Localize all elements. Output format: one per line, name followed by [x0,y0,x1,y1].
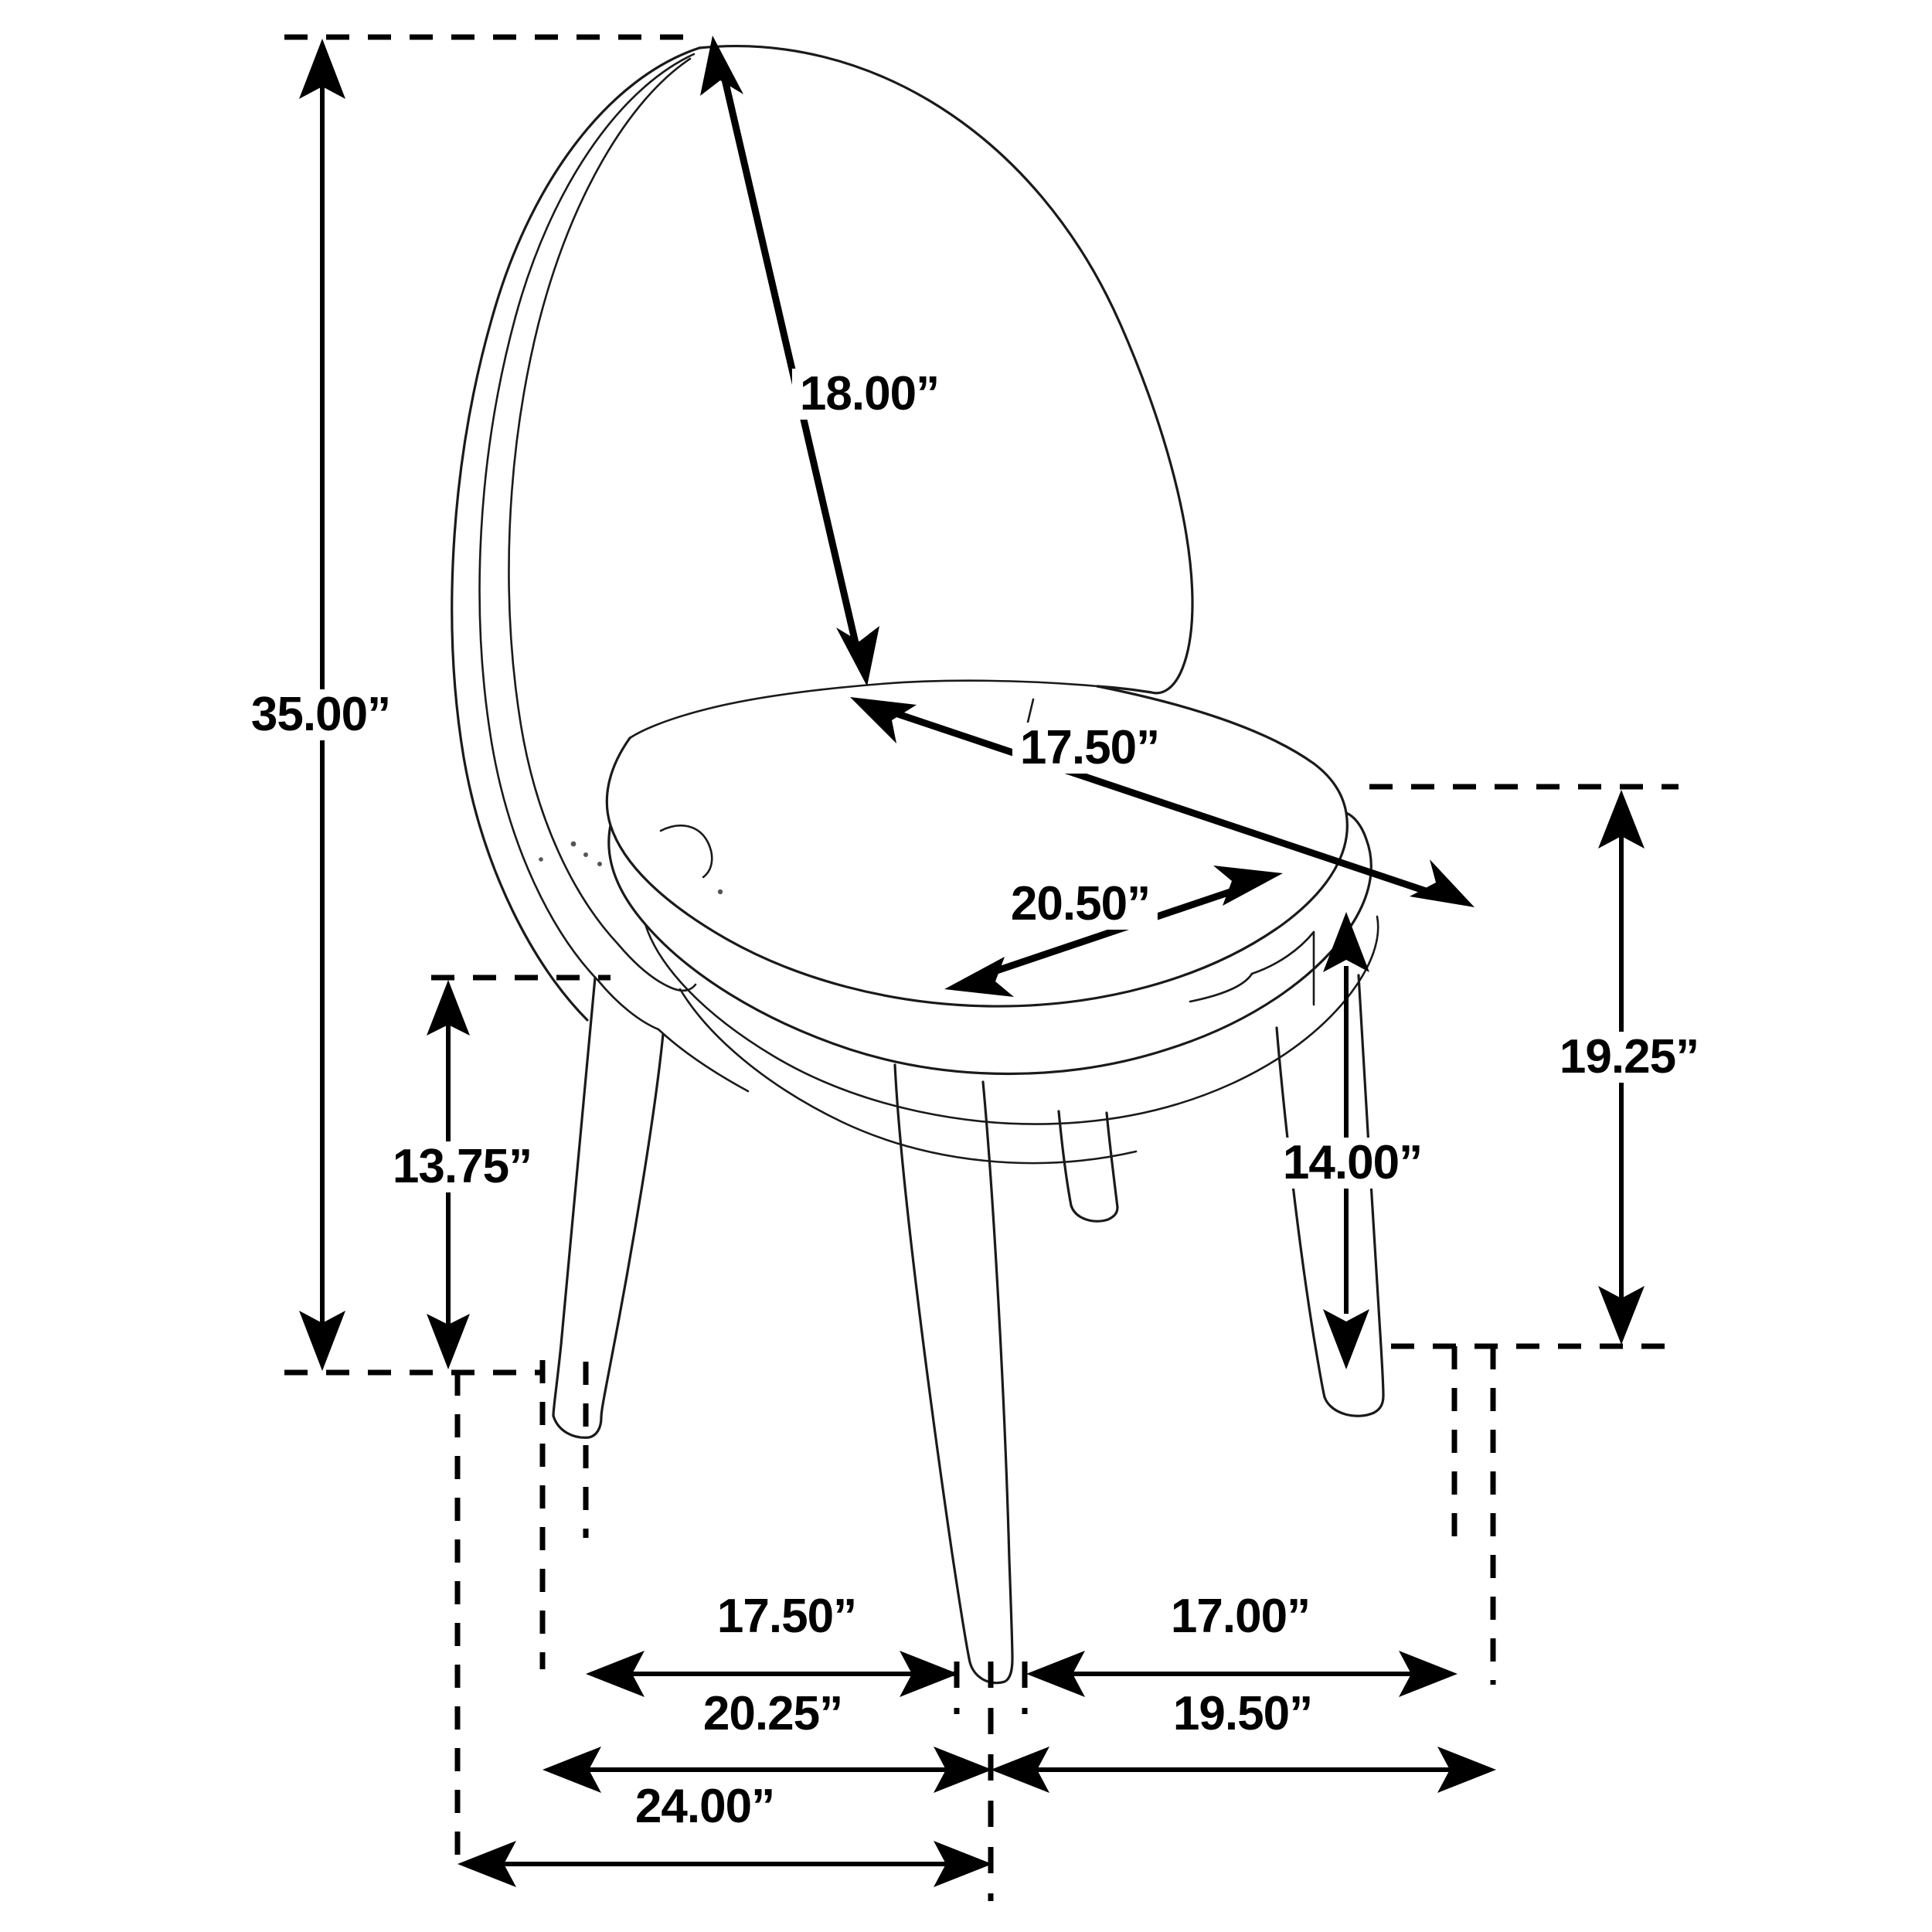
arrowhead-bottom-17-00-left [1026,1651,1085,1697]
arrowhead-bottom-17-00-right [1399,1651,1458,1697]
arrowhead-13-75-up [427,980,470,1036]
texture-speck [570,841,577,847]
dim-line-seat-depth [887,707,1439,899]
texture-speck [597,862,602,866]
arrowhead-bottom-17-50-right [900,1651,958,1697]
arrowhead-19-25-up [1598,790,1645,849]
arrowhead-bottom-17-50-left [586,1651,645,1697]
label-bottom-right-middle: 19.50” [1165,1689,1321,1740]
arrowhead-19-25-down [1598,1286,1645,1345]
label-back-height: 18.00” [791,369,947,420]
arrowhead-14-00-down [1323,1309,1369,1369]
arrowhead-seat-width-left [944,957,1014,997]
label-seat-height-right: 14.00” [1274,1138,1430,1189]
label-seat-depth: 17.50” [1012,723,1168,774]
chair-leg-front-right-foot [1323,1394,1385,1417]
label-bottom-left-middle: 20.25” [695,1689,851,1740]
chair-back-frame-line-3 [508,57,692,946]
seat-band-left-edge [657,1028,750,1093]
back-post-left-inner-taper [597,980,660,1031]
chair-leg-rear-right-foot [1070,1204,1119,1223]
texture-speck [539,857,543,862]
chair-leg-front-center-left-edge [893,1063,971,1660]
seat-apron-lower-edge [679,988,1138,1165]
chair-leg-front-right-outer [1275,1026,1326,1399]
chair-leg-front-right-inner [1357,974,1385,1397]
arrowhead-seat-depth-right [1410,859,1475,907]
label-overall-height: 35.00” [243,689,399,740]
chair-leg-front-center-foot [968,1657,1014,1685]
chair-leg-back-left-inner [600,1032,665,1419]
arrowhead-bottom-19-50-right [1437,1747,1496,1793]
chair-back-outer-edge [698,45,1194,695]
arrowhead-bottom-24-00-right [934,1841,992,1887]
arrowhead-bottom-20-25-right [934,1747,992,1793]
seat-cushion-top [605,736,1349,1008]
dim-line-seat-width [981,883,1246,979]
chair-back-inner-panel [628,679,1099,740]
arrowhead-13-75-down [427,1314,470,1369]
texture-speck [583,852,588,857]
label-bottom-right-upper: 17.00” [1162,1591,1318,1642]
back-seam-curl-left [659,824,713,879]
chair-leg-back-left-outer [552,976,597,1417]
dim-line-back-height [719,68,862,655]
chair-back-frame-line-2 [478,53,696,983]
chair-back-left-silhouette [451,46,701,1022]
label-seat-top-height: 19.25” [1551,1032,1707,1083]
label-seat-height-left: 13.75” [384,1141,540,1192]
label-bottom-left-lower: 24.00” [627,1781,783,1832]
chair-leg-rear-right-outer [1057,1110,1073,1207]
arrowhead-seat-width-right [1213,866,1283,906]
arrowhead-up-overall [299,39,345,99]
chair-leg-front-center-right-edge [981,1080,1014,1660]
seat-cushion-side-band [607,811,1372,1076]
chair-illustration [451,45,1385,1685]
arrowhead-bottom-24-00-left [457,1841,516,1887]
seat-apron-right-block-bottom [1250,930,1315,975]
label-bottom-left-upper: 17.50” [709,1591,865,1642]
arrowhead-back-height-bottom [836,626,879,686]
label-seat-width: 20.50” [1002,879,1158,930]
arrowhead-seat-depth-left [850,697,917,743]
arrowhead-14-00-up [1323,912,1369,972]
texture-speck [717,889,723,895]
chair-leg-rear-right-inner [1105,1111,1119,1209]
back-post-left-taper [617,943,697,992]
arrowhead-back-height-top [700,36,743,96]
seat-apron-right-shelf [1189,972,1253,1003]
chair-leg-back-left-foot [552,1414,603,1439]
arrowhead-bottom-19-50-left [991,1747,1049,1793]
seat-apron-front [644,915,1379,1125]
arrowhead-bottom-20-25-left [543,1747,601,1793]
seat-cushion-top-right-join [1096,685,1315,765]
arrowhead-down-overall [299,1311,345,1371]
